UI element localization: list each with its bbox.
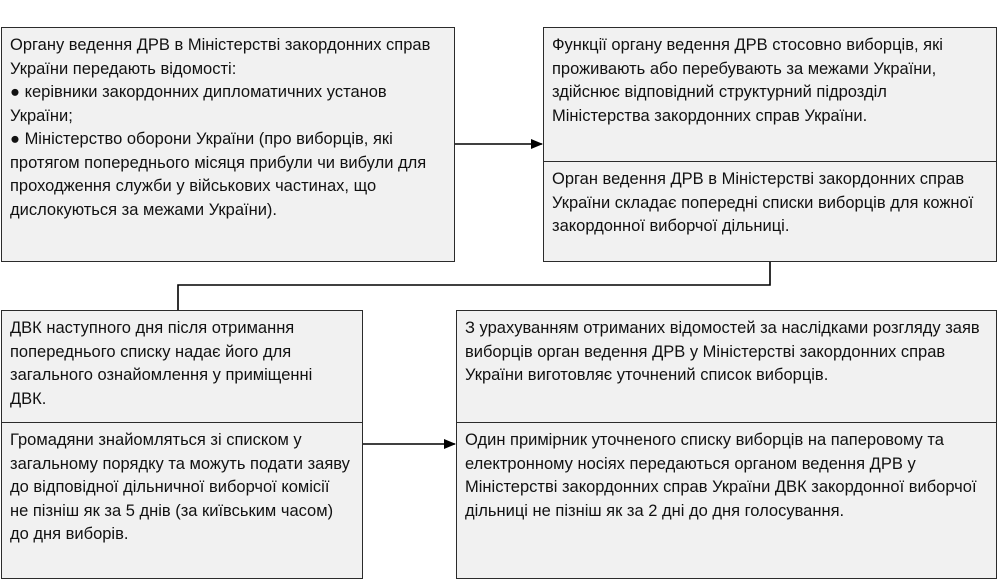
dvk-box: ДВК наступного дня після отримання попер… — [1, 310, 363, 579]
list-transfer-cell: Один примірник уточненого списку виборці… — [457, 422, 996, 529]
citizens-review-cell: Громадяни знайомляться зі списком у зага… — [2, 422, 362, 553]
bullet-item-defense: Міністерство оборони України (про виборц… — [10, 128, 444, 222]
source-of-information-cell: Органу ведення ДРВ в Міністерстві закорд… — [2, 28, 454, 228]
drv-organ-box: Функції органу ведення ДРВ стосовно вибо… — [543, 27, 997, 262]
refined-list-text: З урахуванням отриманих відомостей за на… — [465, 319, 980, 384]
drv-organ-functions-cell: Функції органу ведення ДРВ стосовно вибо… — [544, 28, 996, 161]
preliminary-lists-text: Орган ведення ДРВ в Міністерстві закордо… — [552, 170, 974, 235]
dvk-publication-cell: ДВК наступного дня після отримання попер… — [2, 311, 362, 422]
list-transfer-text: Один примірник уточненого списку виборці… — [465, 431, 977, 520]
connector-box2-to-box3 — [177, 262, 771, 310]
source-of-information-box: Органу ведення ДРВ в Міністерстві закорд… — [1, 27, 455, 262]
source-intro-text: Органу ведення ДРВ в Міністерстві закорд… — [10, 36, 431, 78]
bullet-item-diplomatic: керівники закордонних дипломатичних уста… — [10, 81, 444, 128]
preliminary-lists-cell: Орган ведення ДРВ в Міністерстві закордо… — [544, 161, 996, 245]
citizens-review-text: Громадяни знайомляться зі списком у зага… — [10, 431, 350, 543]
drv-organ-functions-text: Функції органу ведення ДРВ стосовно вибо… — [552, 36, 943, 125]
dvk-publication-text: ДВК наступного дня після отримання попер… — [10, 319, 313, 408]
refined-list-box: З урахуванням отриманих відомостей за на… — [456, 310, 997, 579]
refined-list-cell: З урахуванням отриманих відомостей за на… — [457, 311, 996, 422]
